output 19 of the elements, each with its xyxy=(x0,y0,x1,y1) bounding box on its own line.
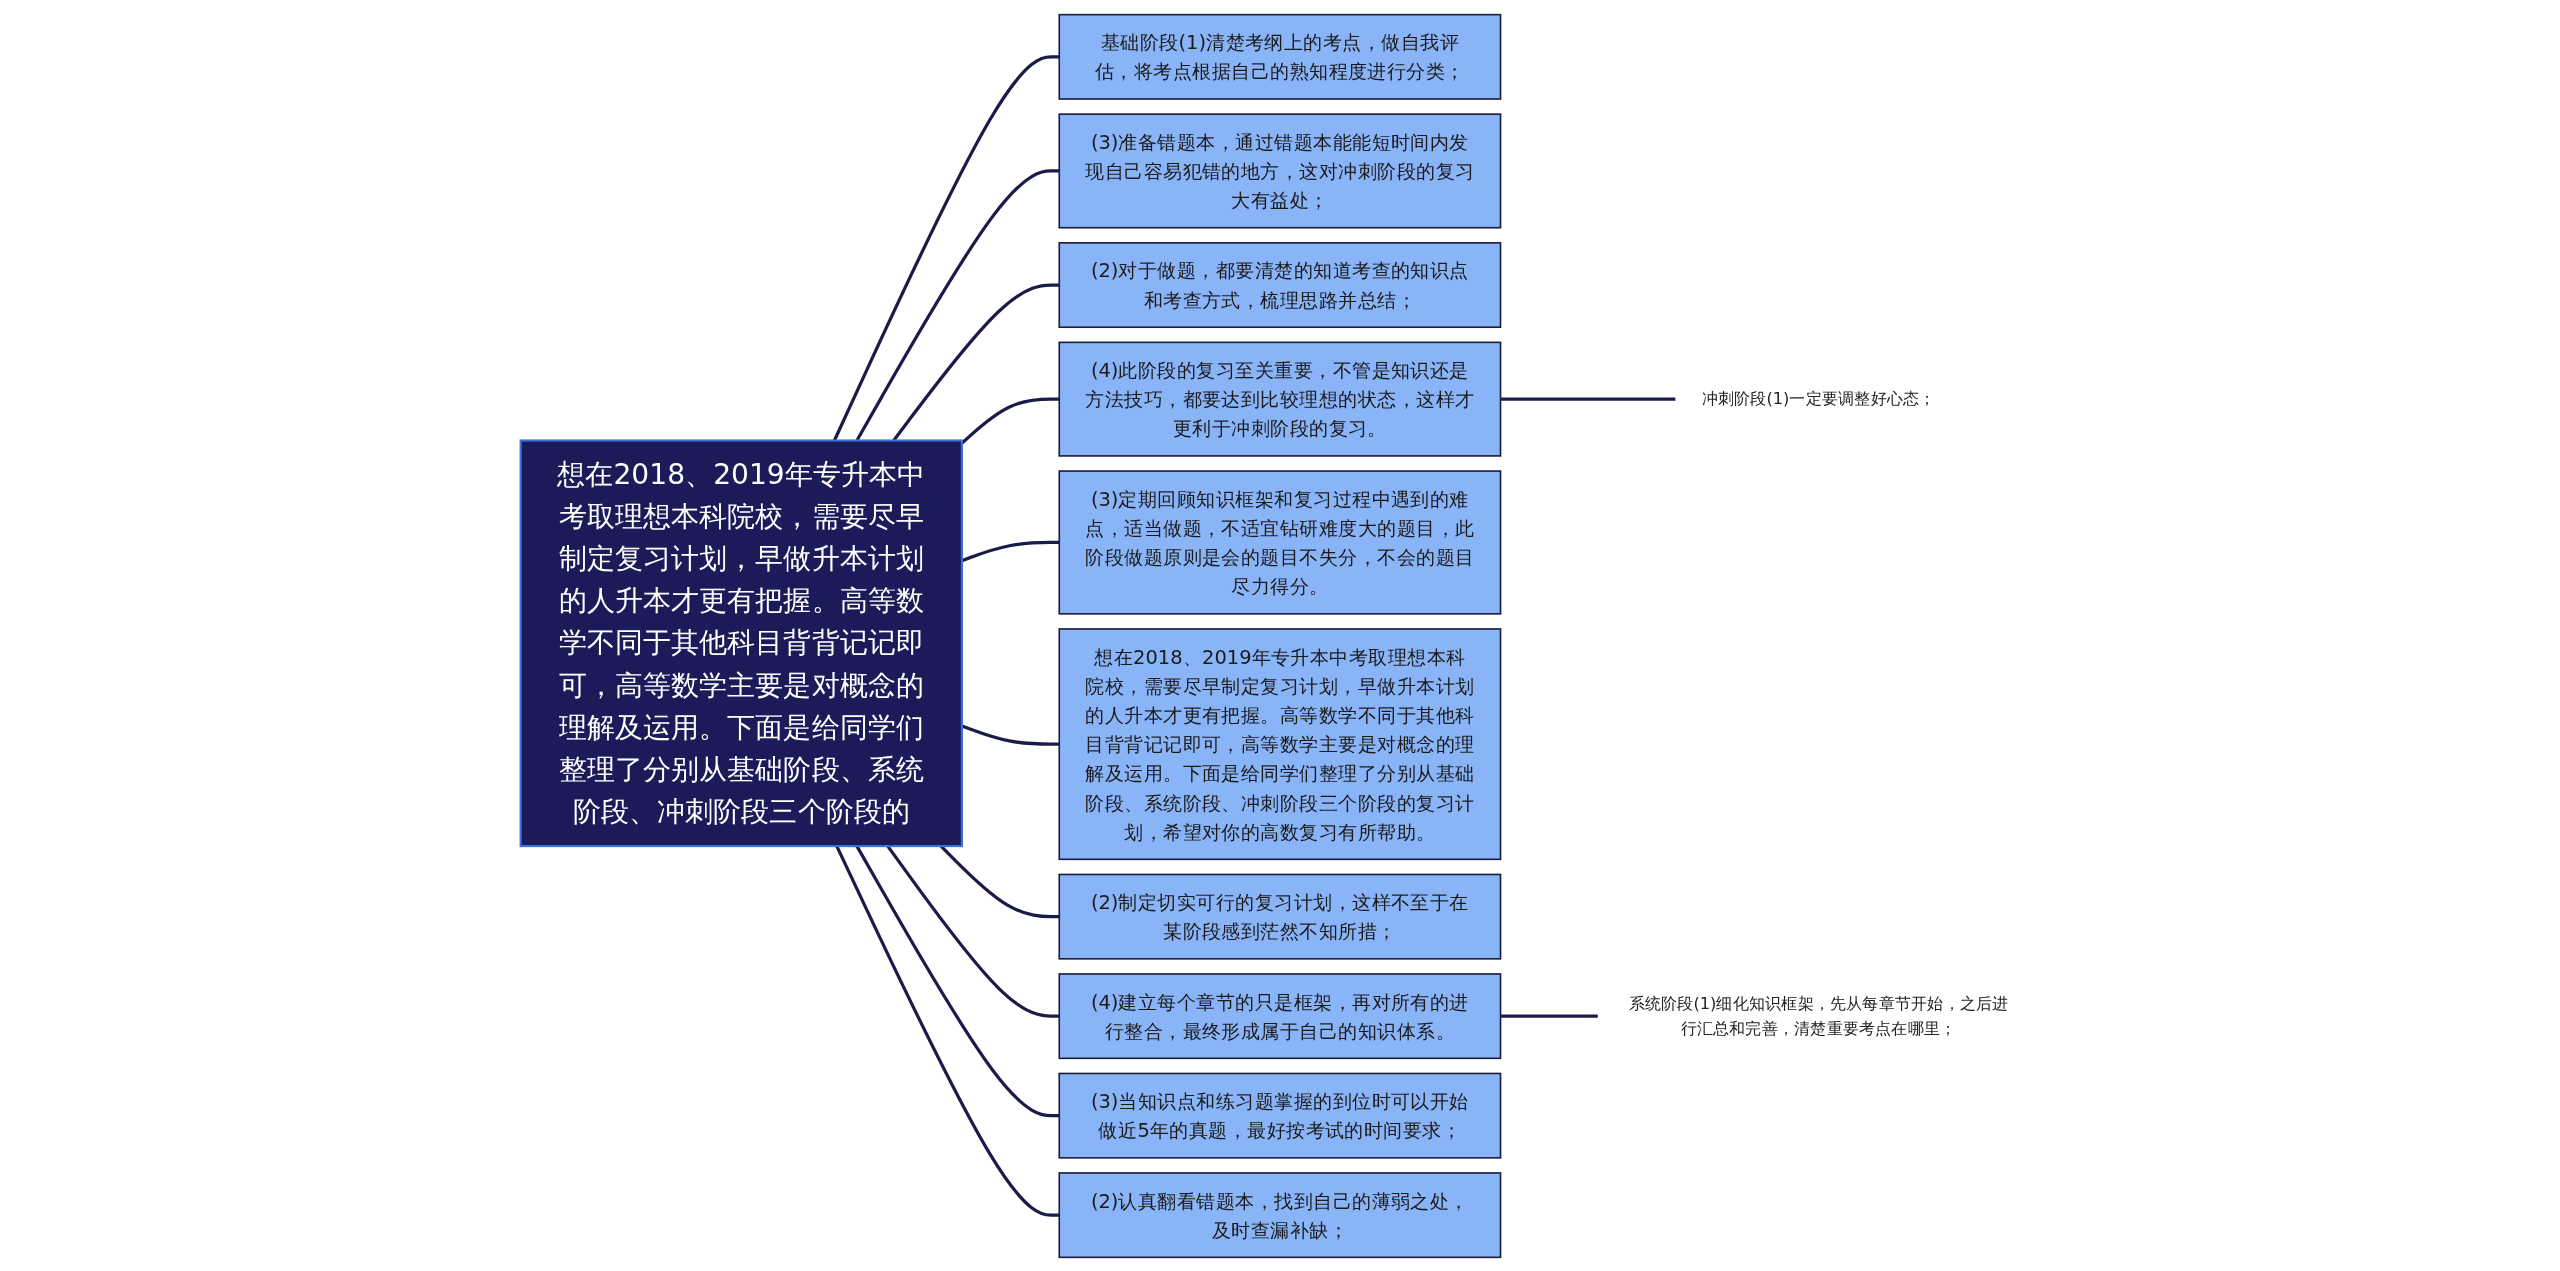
connector xyxy=(960,397,1060,444)
node-box: (3)当知识点和练习题掌握的到位时可以开始做近5年的真题，最好按考试的时间要求； xyxy=(1058,1072,1502,1159)
node-box: (2)对于做题，都要清楚的知道考查的知识点和考查方式，梳理思路并总结； xyxy=(1058,241,1502,328)
node-box: (3)准备错题本，通过错题本能能短时间内发现自己容易犯错的地方，这对冲刺阶段的复习大有益处； xyxy=(1058,112,1502,228)
connector xyxy=(1500,1014,1598,1018)
connector xyxy=(833,54,1060,441)
connector xyxy=(1500,397,1676,401)
node-box: (4)此阶段的复习至关重要，不管是知识还是方法技巧，都要达到比较理想的状态，这样才更利于冲刺阶段的复习。 xyxy=(1058,341,1502,457)
node-text: 冲刺阶段(1)一定要调整好心态； xyxy=(1701,388,1936,409)
node-box: (2)制定切实可行的复习计划，这样不至于在某阶段感到茫然不知所措； xyxy=(1058,873,1502,960)
node-box: 想在2018、2019年专升本中考取理想本科院校，需要尽早制定复习计划，早做升本计划的人升本才更有把握。高等数学不同于其他科目背背记记即可，高等数学主要是对概念的理解及运用。下面是给同学们整理了分别从基础阶段、系统阶段、冲刺阶段三个阶段的 xyxy=(519,438,964,847)
node-box: 想在2018、2019年专升本中考取理想本科院校，需要尽早制定复习计划，早做升本计划的人升本才更有把握。高等数学不同于其他科目背背记记即可，高等数学主要是对概念的理解及运用。下面是给同学们整理了分别从基础阶段、系统阶段、冲刺阶段三个阶段的复习计划，希望对你的高数复习有所帮助。 xyxy=(1058,627,1502,860)
connector xyxy=(855,168,1060,441)
node-box: 基础阶段(1)清楚考纲上的考点，做自我评估，将考点根据自己的熟知程度进行分类； xyxy=(1058,13,1502,100)
node-box: (3)定期回顾知识框架和复习过程中遇到的难点，适当做题，不适宜钻研难度大的题目，此阶段做题原则是会的题目不失分，不会的题目尽力得分。 xyxy=(1058,469,1502,615)
connector xyxy=(892,282,1060,441)
node-box: (2)认真翻看错题本，找到自己的薄弱之处，及时查漏补缺； xyxy=(1058,1171,1502,1258)
node-text: 系统阶段(1)细化知识框架，先从每章节开始，之后进行汇总和完善，清楚重要考点在哪里； xyxy=(1628,993,2009,1038)
node-box: (4)建立每个章节的只是框架，再对所有的进行整合，最终形成属于自己的知识体系。 xyxy=(1058,972,1502,1059)
